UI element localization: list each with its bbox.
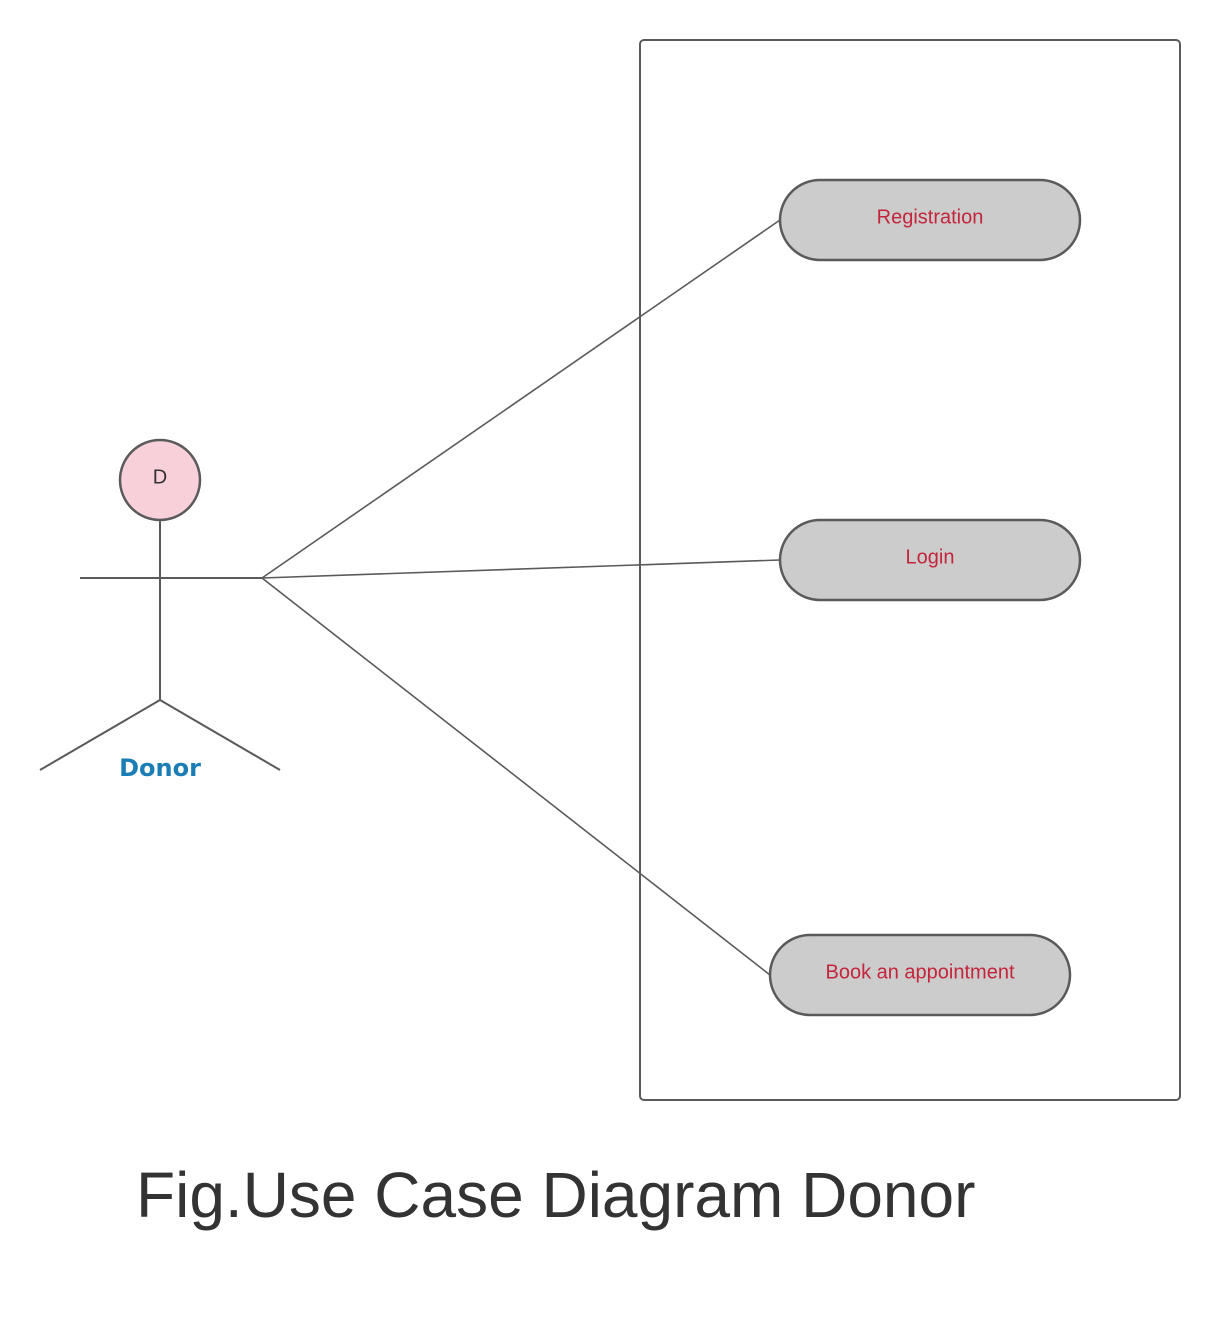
actor-left-leg xyxy=(39,699,161,771)
use-case-login-label: Login xyxy=(906,546,955,568)
actor-donor: D Donor xyxy=(39,438,281,782)
figure-caption: Fig.Use Case Diagram Donor xyxy=(136,1159,976,1231)
actor-right-leg xyxy=(159,699,281,771)
use-case-registration-label: Registration xyxy=(877,206,984,228)
association-login xyxy=(261,559,781,579)
use-case-registration: Registration xyxy=(778,178,1082,262)
use-case-book-appointment-shape xyxy=(768,933,1072,1017)
use-case-login: Login xyxy=(778,518,1082,602)
actor-name: Donor xyxy=(119,754,201,782)
use-case-book-appointment: Book an appointment xyxy=(768,933,1072,1017)
actor-initial: D xyxy=(153,466,167,488)
association-book-appointment xyxy=(261,577,771,976)
system-boundary xyxy=(639,39,1181,1101)
association-registration xyxy=(261,219,781,579)
actor-head xyxy=(118,438,202,522)
use-case-login-shape xyxy=(778,518,1082,602)
use-case-book-appointment-label: Book an appointment xyxy=(825,961,1014,983)
use-case-registration-shape xyxy=(778,178,1082,262)
